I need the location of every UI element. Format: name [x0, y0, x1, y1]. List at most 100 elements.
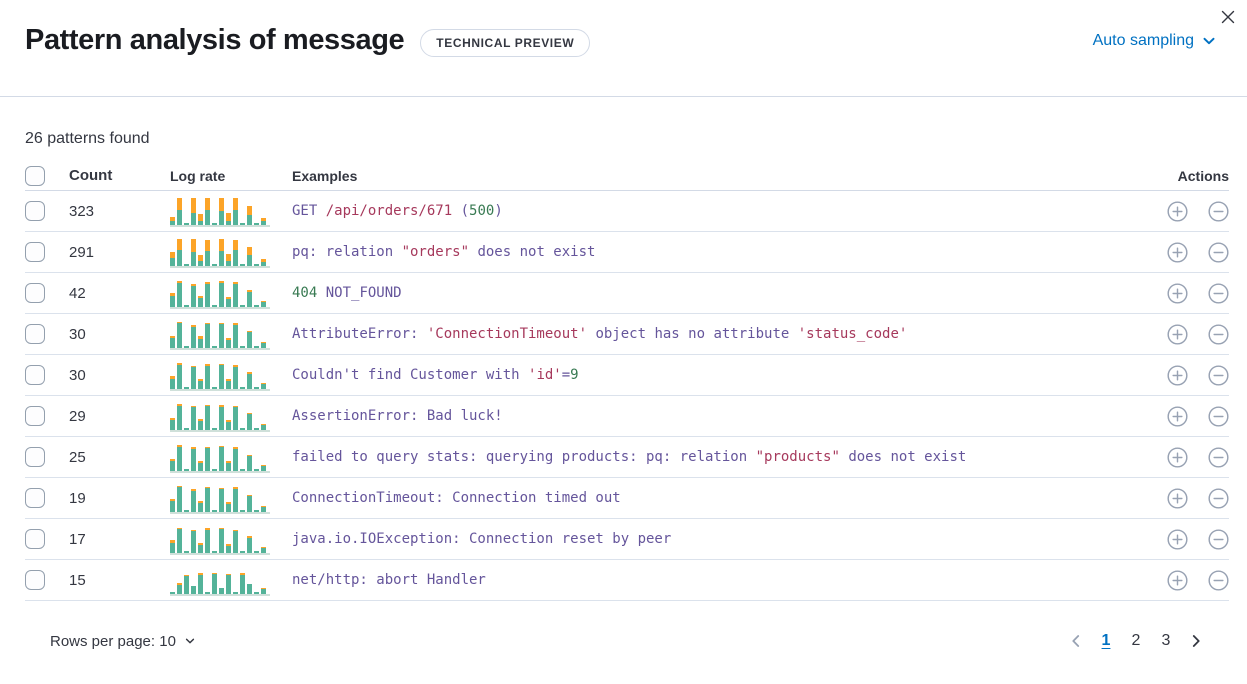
previous-page-button[interactable] [1063, 628, 1089, 654]
sparkline-bar [205, 591, 210, 594]
close-button[interactable] [1215, 4, 1241, 30]
filter-in-button[interactable] [1166, 446, 1188, 468]
sparkline-bar [240, 468, 245, 471]
sparkline-bar [261, 258, 266, 266]
example-token: ( [452, 203, 470, 219]
sparkline-bar [226, 253, 231, 266]
sparkline-bar [212, 509, 217, 512]
page-number-button-3[interactable]: 3 [1153, 628, 1179, 654]
pattern-example: AttributeError: 'ConnectionTimeout' obje… [292, 326, 1137, 342]
filter-in-button[interactable] [1166, 528, 1188, 550]
next-page-button[interactable] [1183, 628, 1209, 654]
row-checkbox[interactable] [25, 365, 45, 385]
sparkline-bar [205, 197, 210, 225]
filter-out-button[interactable] [1207, 364, 1229, 386]
rows-per-page-button[interactable]: Rows per page: 10 [50, 633, 196, 650]
filter-in-button[interactable] [1166, 241, 1188, 263]
row-checkbox[interactable] [25, 447, 45, 467]
page-number-button-2[interactable]: 2 [1123, 628, 1149, 654]
sparkline-bar [247, 371, 252, 389]
sparkline-bar [191, 446, 196, 471]
sparkline-bar [177, 197, 182, 225]
row-checkbox[interactable] [25, 324, 45, 344]
filter-out-button[interactable] [1207, 528, 1229, 550]
filter-out-button[interactable] [1207, 446, 1229, 468]
example-token: GET [292, 203, 326, 219]
row-checkbox[interactable] [25, 529, 45, 549]
filter-out-button[interactable] [1207, 323, 1229, 345]
pattern-example: java.io.IOException: Connection reset by… [292, 531, 1137, 547]
sparkline-bar [240, 509, 245, 512]
sparkline-bar [184, 263, 189, 266]
plus-circle-icon [1166, 200, 1188, 222]
sparkline-bar [226, 501, 231, 512]
sparkline-bar [212, 468, 217, 471]
sparkline-bar [212, 550, 217, 553]
filter-out-button[interactable] [1207, 200, 1229, 222]
sparkline-bar [240, 386, 245, 389]
log-rate-sparkline [170, 360, 270, 391]
row-checkbox[interactable] [25, 283, 45, 303]
minus-circle-icon [1207, 487, 1229, 509]
filter-in-button[interactable] [1166, 569, 1188, 591]
sparkline-bar [219, 527, 224, 553]
filter-in-button[interactable] [1166, 487, 1188, 509]
sparkline-bar [247, 289, 252, 307]
sparkline-bar [170, 375, 175, 389]
sparkline-bar [240, 550, 245, 553]
table-row: 25 failed to query stats: querying produ… [25, 437, 1229, 478]
sparkline-bar [177, 362, 182, 389]
example-token: AttributeError: [292, 326, 427, 342]
sparkline-bar [261, 341, 266, 348]
sparkline-bar [254, 591, 259, 594]
sparkline-bar [170, 335, 175, 348]
sparkline-bar [247, 246, 252, 266]
page-number-button-1[interactable]: 1 [1093, 628, 1119, 654]
sparkline-bar [219, 280, 224, 307]
plus-circle-icon [1166, 487, 1188, 509]
filter-out-button[interactable] [1207, 282, 1229, 304]
sparkline-bar [261, 300, 266, 307]
example-token: does not exist [469, 244, 596, 260]
row-checkbox[interactable] [25, 488, 45, 508]
plus-circle-icon [1166, 569, 1188, 591]
minus-circle-icon [1207, 446, 1229, 468]
sparkline-bar [184, 304, 189, 307]
filter-in-button[interactable] [1166, 200, 1188, 222]
filter-in-button[interactable] [1166, 405, 1188, 427]
example-token: ) [494, 203, 503, 219]
filter-out-button[interactable] [1207, 569, 1229, 591]
filter-out-button[interactable] [1207, 241, 1229, 263]
example-token: = [561, 367, 571, 383]
pattern-example: ConnectionTimeout: Connection timed out [292, 490, 1137, 506]
minus-circle-icon [1207, 282, 1229, 304]
filter-in-button[interactable] [1166, 282, 1188, 304]
sparkline-bar [198, 460, 203, 471]
sparkline-bar [261, 382, 266, 389]
filter-out-button[interactable] [1207, 405, 1229, 427]
example-token: /api/orders/671 [325, 203, 453, 219]
example-token: AssertionError: Bad luck! [292, 408, 503, 424]
row-checkbox[interactable] [25, 242, 45, 262]
sparkline-bar [219, 238, 224, 266]
filter-in-button[interactable] [1166, 364, 1188, 386]
sparkline-bar [184, 427, 189, 430]
example-token: Couldn't find Customer with [292, 367, 529, 383]
filter-in-button[interactable] [1166, 323, 1188, 345]
sampling-dropdown[interactable]: Auto sampling [1093, 32, 1217, 50]
pattern-count: 19 [69, 489, 86, 507]
sparkline-bar [247, 330, 252, 348]
row-checkbox[interactable] [25, 201, 45, 221]
sparkline-bar [191, 283, 196, 307]
sparkline-bar [212, 427, 217, 430]
filter-out-button[interactable] [1207, 487, 1229, 509]
example-token: 'id' [528, 367, 562, 383]
sparkline-bar [247, 583, 252, 594]
sparkline-bar [205, 486, 210, 512]
select-all-checkbox[interactable] [25, 165, 45, 186]
row-checkbox[interactable] [25, 406, 45, 426]
sparkline-bar [247, 412, 252, 430]
column-header-log-rate: Log rate [170, 167, 226, 184]
row-checkbox[interactable] [25, 570, 45, 590]
sparkline-bar [219, 487, 224, 512]
